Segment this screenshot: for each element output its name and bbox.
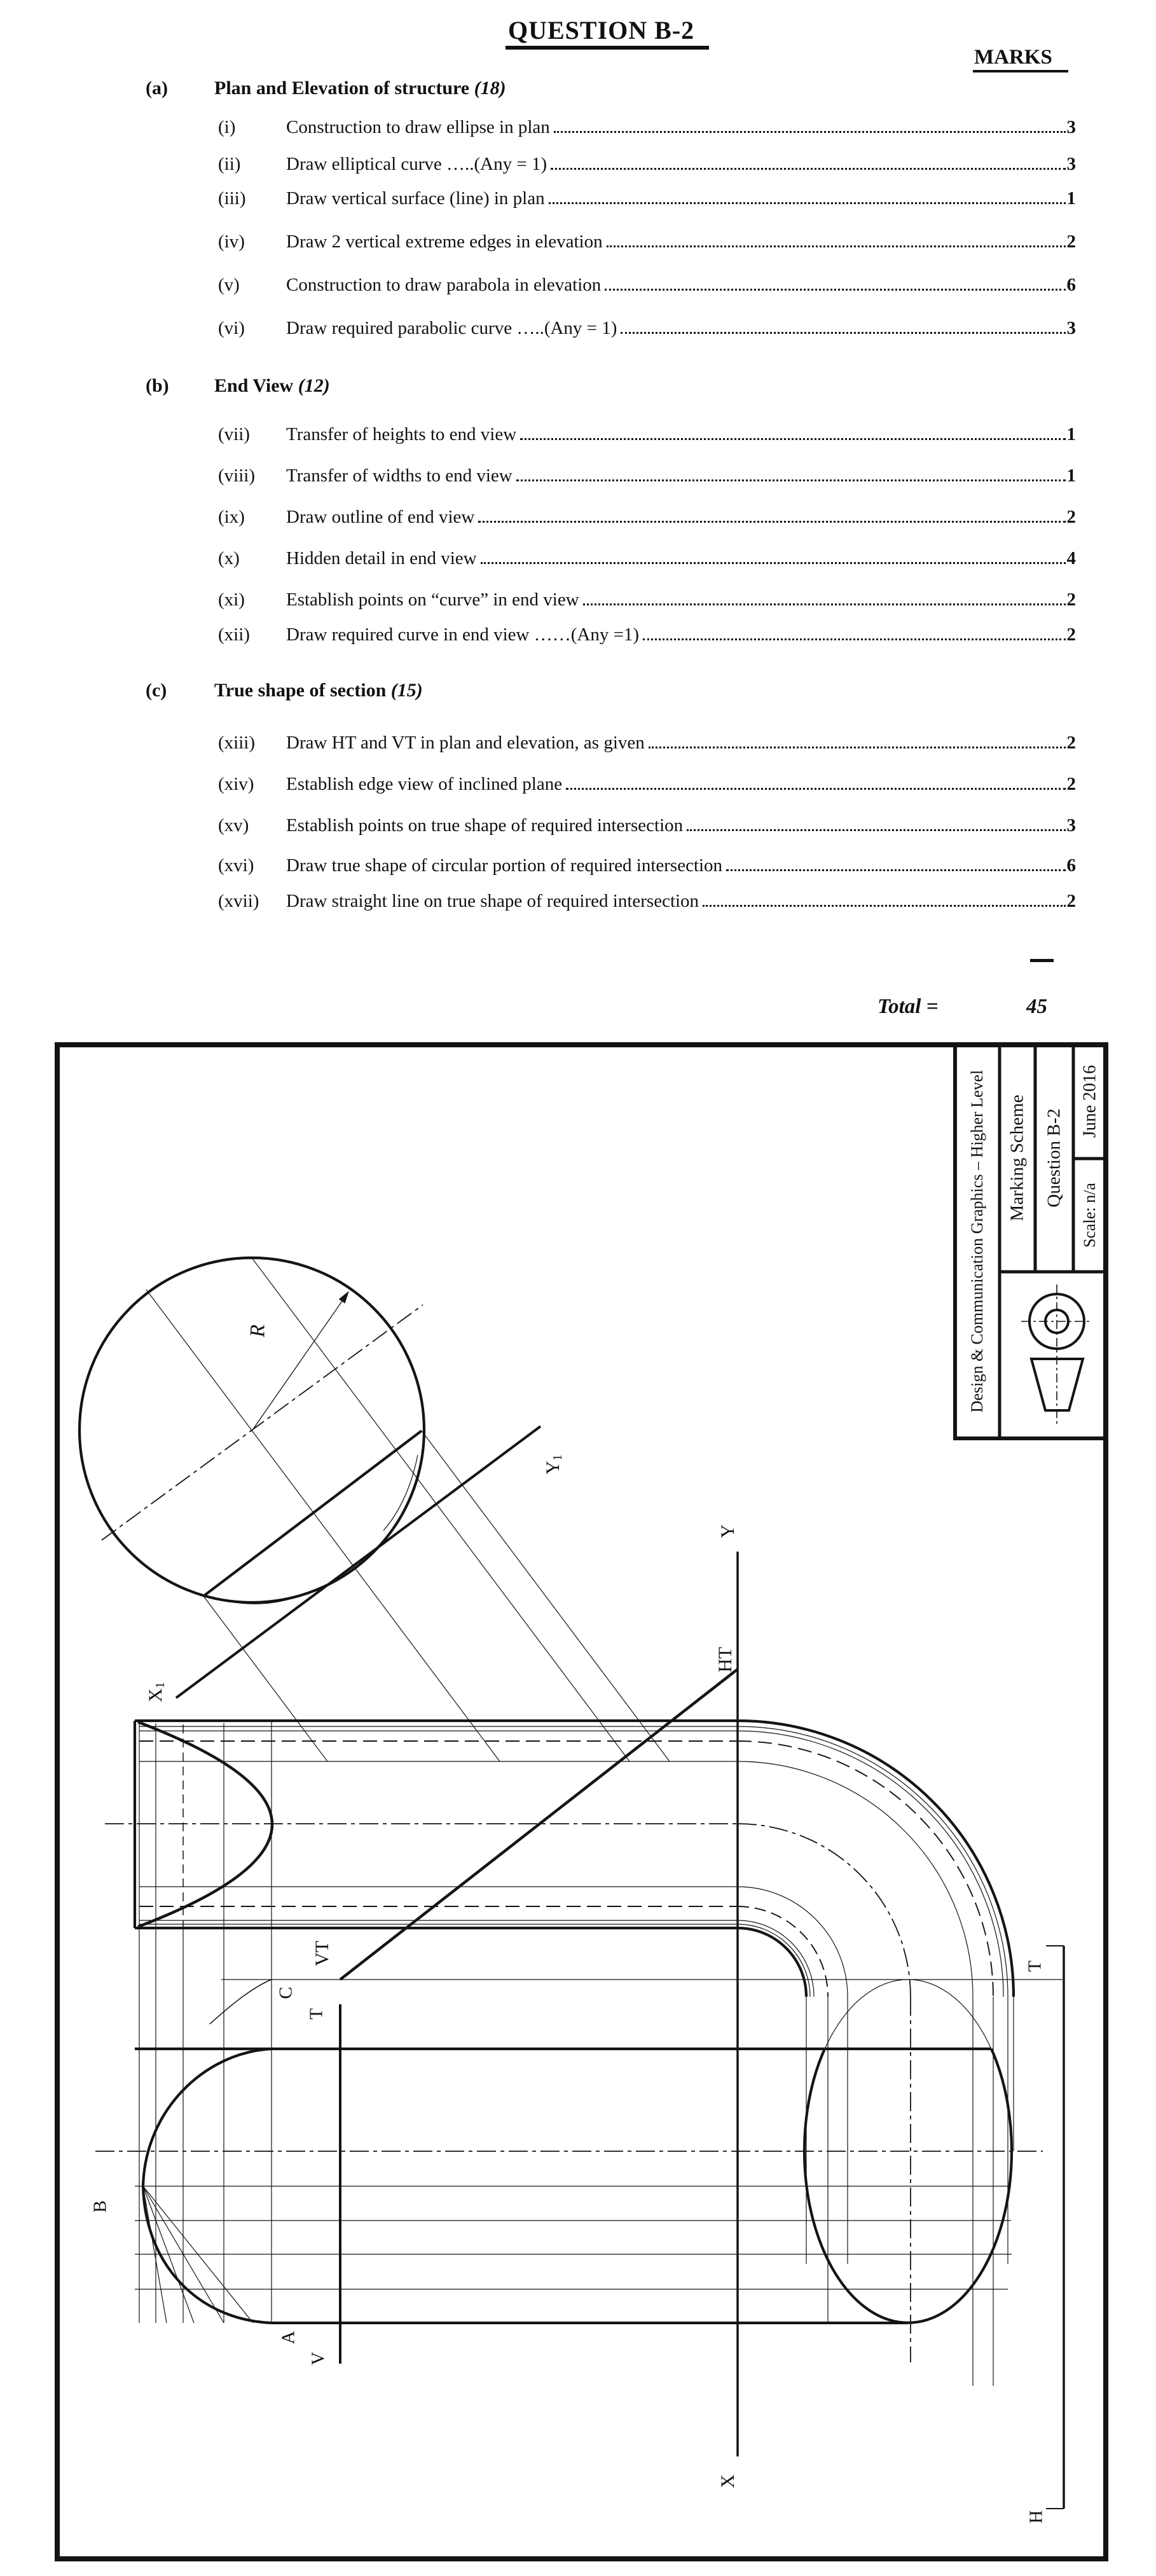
section-c-heading: True shape of section (15) bbox=[214, 680, 423, 701]
dotted-leader bbox=[606, 245, 1066, 247]
projection-symbol-icon bbox=[1021, 1285, 1092, 1424]
title-block-doc-type: Marking Scheme bbox=[1007, 1095, 1028, 1222]
projection-lines bbox=[146, 1257, 670, 1762]
parabolic-curve bbox=[137, 1720, 273, 1929]
title-block: Design & Communication Graphics – Higher… bbox=[953, 1043, 1108, 1440]
item-xvi: (xvi)Draw true shape of circular portion… bbox=[218, 855, 1076, 876]
section-b-letter: (b) bbox=[146, 375, 169, 396]
radius-leader bbox=[253, 1294, 347, 1429]
drawing-frame bbox=[55, 1042, 1108, 2561]
label-A: A bbox=[279, 2331, 299, 2344]
title-block-question: Question B-2 bbox=[1044, 1108, 1064, 1207]
label-C: C bbox=[276, 1987, 296, 1999]
item-v: (v)Construction to draw parabola in elev… bbox=[218, 275, 1076, 295]
label-T-left: T bbox=[306, 2008, 327, 2020]
label-R: R bbox=[247, 1325, 270, 1338]
label-X1: X1 bbox=[145, 1682, 167, 1702]
construction-fan bbox=[142, 2186, 254, 2324]
item-vi: (vi)Draw required parabolic curve …..(An… bbox=[218, 318, 1076, 338]
dotted-leader bbox=[703, 905, 1066, 907]
dotted-leader bbox=[480, 562, 1066, 564]
radius-arrowhead-icon bbox=[338, 1291, 349, 1304]
item-xvii: (xvii)Draw straight line on true shape o… bbox=[218, 891, 1076, 911]
page-title: QUESTION B-2 bbox=[508, 16, 695, 45]
true-shape-view: R bbox=[78, 1256, 426, 1604]
technical-drawing: Design & Communication Graphics – Higher… bbox=[55, 1042, 1108, 2561]
item-iv: (iv)Draw 2 vertical extreme edges in ele… bbox=[218, 231, 1076, 252]
total-label: Total = bbox=[877, 995, 939, 1018]
dotted-leader bbox=[551, 168, 1066, 170]
dotted-leader bbox=[582, 603, 1066, 605]
title-block-date: June 2016 bbox=[1080, 1065, 1099, 1138]
elevation-view bbox=[105, 1719, 738, 2323]
ht-vt-trace bbox=[339, 1668, 739, 1981]
label-T-right: T bbox=[1025, 1960, 1045, 1972]
true-shape-chord bbox=[202, 1429, 423, 1597]
title-block-course: Design & Communication Graphics – Higher… bbox=[968, 1070, 986, 1413]
label-H: H bbox=[1026, 2510, 1047, 2523]
dotted-leader bbox=[621, 332, 1066, 334]
total-value: 45 bbox=[1026, 995, 1047, 1018]
x1y1-line bbox=[175, 1425, 542, 1699]
section-axis-centerline bbox=[101, 1304, 423, 1541]
dotted-leader bbox=[643, 638, 1066, 640]
th-line bbox=[1046, 1945, 1065, 2509]
item-xii: (xii)Draw required curve in end view ……(… bbox=[218, 624, 1076, 645]
plan-view bbox=[95, 1979, 1043, 2325]
dotted-leader bbox=[648, 747, 1066, 748]
dotted-leader bbox=[516, 479, 1066, 481]
label-B: B bbox=[90, 2200, 111, 2212]
dotted-leader bbox=[553, 131, 1066, 133]
section-a-letter: (a) bbox=[146, 78, 168, 99]
title-underline bbox=[506, 46, 709, 50]
dotted-leader bbox=[687, 829, 1066, 831]
dotted-leader bbox=[478, 521, 1066, 523]
marks-header: MARKS bbox=[974, 46, 1052, 69]
dotted-leader bbox=[566, 788, 1066, 790]
dotted-leader bbox=[726, 869, 1066, 871]
item-xi: (xi)Establish points on “curve” in end v… bbox=[218, 589, 1076, 610]
label-VT: VT bbox=[312, 1941, 333, 1966]
dotted-leader bbox=[520, 438, 1066, 440]
section-c-letter: (c) bbox=[146, 680, 167, 701]
item-ii: (ii)Draw elliptical curve …..(Any = 1)3 bbox=[218, 154, 1076, 174]
marks-underline bbox=[973, 70, 1068, 72]
section-a-heading: Plan and Elevation of structure (18) bbox=[214, 78, 506, 99]
total-dash bbox=[1030, 959, 1054, 962]
item-iii: (iii)Draw vertical surface (line) in pla… bbox=[218, 188, 1076, 209]
item-xiii: (xiii)Draw HT and VT in plan and elevati… bbox=[218, 733, 1076, 753]
label-Y1: Y1 bbox=[542, 1454, 565, 1475]
dotted-leader bbox=[605, 289, 1066, 291]
item-xv: (xv)Establish points on true shape of re… bbox=[218, 815, 1076, 836]
label-HT: HT bbox=[715, 1647, 736, 1672]
item-xiv: (xiv)Establish edge view of inclined pla… bbox=[218, 774, 1076, 794]
label-V: V bbox=[308, 2352, 329, 2365]
title-block-scale: Scale: n/a bbox=[1080, 1183, 1099, 1248]
dotted-leader bbox=[548, 202, 1066, 204]
label-X: X bbox=[717, 2474, 738, 2488]
label-Y: Y bbox=[717, 1524, 738, 1538]
section-b-heading: End View (12) bbox=[214, 375, 330, 396]
section-ellipse-outline bbox=[802, 2048, 1014, 2324]
